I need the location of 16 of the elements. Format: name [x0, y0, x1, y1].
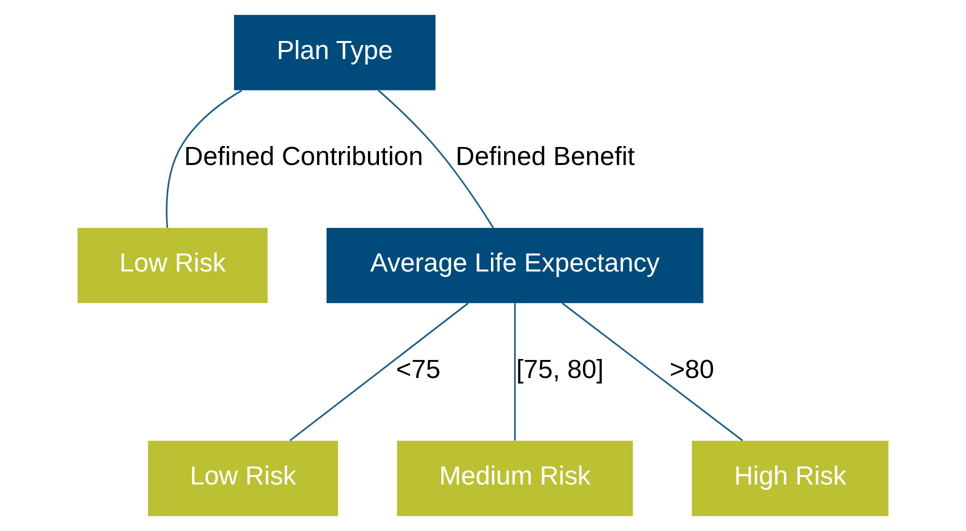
- connector: [514, 303, 516, 441]
- node-box: Low Risk: [148, 440, 338, 516]
- connector: [562, 302, 744, 442]
- node-box: Average Life Expectancy: [326, 228, 704, 304]
- connector: [378, 90, 494, 228]
- node-box: High Risk: [692, 440, 888, 516]
- connector: [290, 302, 469, 442]
- connector: [166, 90, 242, 228]
- edge-label: >80: [670, 354, 714, 384]
- node-box: Plan Type: [234, 14, 436, 90]
- node-box: Low Risk: [78, 228, 268, 304]
- edge-label: Defined Benefit: [456, 141, 635, 172]
- edge-label: <75: [396, 354, 441, 384]
- edge-label: Defined Contribution: [184, 141, 424, 172]
- node-box: Medium Risk: [397, 440, 633, 516]
- edge-label: [75, 80]: [516, 354, 604, 384]
